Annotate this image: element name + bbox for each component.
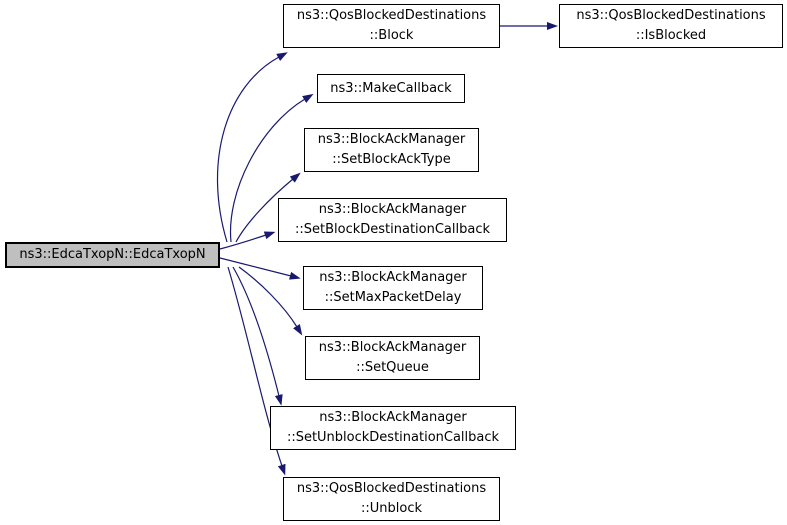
node-label: ::SetUnblockDestinationCallback [286,430,500,445]
edge-edcatxopn-to-setblockdestinationcallback [219,231,276,250]
node-label: ::SetMaxPacketDelay [324,290,462,305]
node-qos-blocked-destinations-is-blocked[interactable]: ns3::QosBlockedDestinations ::IsBlocked [559,4,783,48]
node-edca-txop-n: ns3::EdcaTxopN::EdcaTxopN [5,242,220,268]
edge-edcatxopn-to-setunblockdestinationcallback [232,266,283,406]
node-label: ns3::BlockAckManager [317,132,466,147]
node-label: ns3::QosBlockedDestinations [296,481,487,496]
node-label: ns3::EdcaTxopN::EdcaTxopN [19,247,206,262]
edge-edcatxopn-to-setqueue [238,266,303,336]
node-set-max-packet-delay[interactable]: ns3::BlockAckManager ::SetMaxPacketDelay [303,266,483,310]
node-set-queue[interactable]: ns3::BlockAckManager ::SetQueue [305,336,480,380]
node-label: ns3::BlockAckManager [318,340,467,355]
node-label: ns3::BlockAckManager [319,410,467,425]
node-label: ::IsBlocked [635,28,707,43]
node-label: ::Unblock [360,501,422,516]
node-label: ns3::BlockAckManager [318,202,467,217]
node-label: ns3::MakeCallback [330,80,452,96]
node-label: ns3::QosBlockedDestinations [296,8,487,23]
node-set-block-destination-callback[interactable]: ns3::BlockAckManager ::SetBlockDestinati… [278,198,507,242]
node-make-callback[interactable]: ns3::MakeCallback [317,74,465,103]
node-label: ::SetBlockDestinationCallback [294,222,491,237]
node-qos-blocked-destinations-block[interactable]: ns3::QosBlockedDestinations ::Block [283,4,500,48]
node-label: ::SetQueue [356,360,429,375]
node-set-block-ack-type[interactable]: ns3::BlockAckManager ::SetBlockAckType [304,128,479,172]
node-label: ::Block [369,28,414,43]
edge-edcatxopn-to-makecallback [229,93,314,243]
node-set-unblock-destination-callback[interactable]: ns3::BlockAckManager ::SetUnblockDestina… [270,406,516,450]
node-label: ::SetBlockAckType [332,152,451,167]
edge-edcatxopn-to-setmaxpacketdelay [219,257,301,280]
node-label: ns3::BlockAckManager [319,270,467,285]
node-label: ns3::QosBlockedDestinations [576,8,766,23]
node-qos-blocked-destinations-unblock[interactable]: ns3::QosBlockedDestinations ::Unblock [283,477,500,521]
edge-edcatxopn-to-setblockacktype [235,172,301,243]
edge-edcatxopn-to-block [216,52,288,243]
